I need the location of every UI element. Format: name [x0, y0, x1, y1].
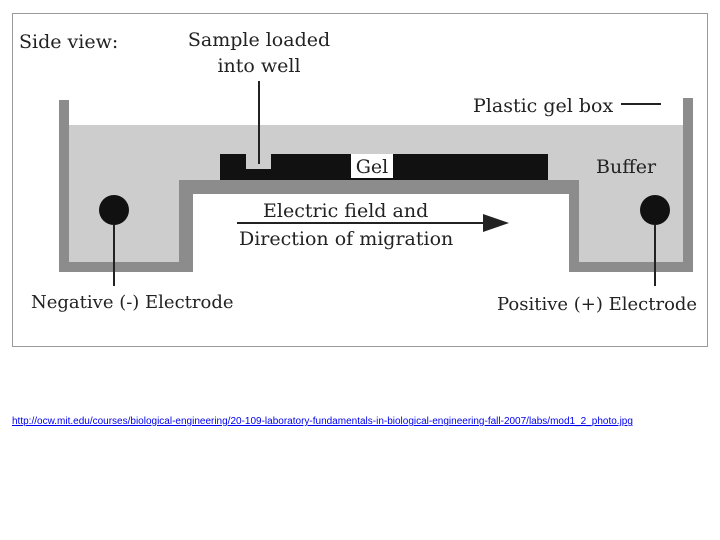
migration-arrow-head	[483, 214, 509, 232]
plastic-gel-box-label: Plastic gel box	[473, 95, 613, 117]
negative-electrode-label: Negative (-) Electrode	[31, 292, 234, 313]
gel-electrophoresis-diagram: Side view: Sample loaded into well Plast…	[12, 13, 708, 347]
positive-electrode-label: Positive (+) Electrode	[497, 294, 697, 315]
negative-electrode	[99, 195, 129, 225]
source-url-link[interactable]: http://ocw.mit.edu/courses/biological-en…	[12, 416, 633, 427]
buffer-label: Buffer	[596, 156, 657, 178]
plastic-gel-box	[59, 98, 693, 272]
diagram-canvas: Side view: Sample loaded into well Plast…	[19, 29, 697, 315]
electric-field-label-line2: Direction of migration	[239, 228, 453, 250]
gel-label: Gel	[356, 156, 389, 178]
gel-label-box	[351, 154, 393, 178]
side-view-label: Side view:	[19, 31, 118, 53]
sample-label-line1: Sample loaded	[188, 29, 330, 51]
sample-label-line2: into well	[217, 55, 300, 77]
electric-field-label-line1: Electric field and	[263, 200, 428, 222]
positive-electrode	[640, 195, 670, 225]
